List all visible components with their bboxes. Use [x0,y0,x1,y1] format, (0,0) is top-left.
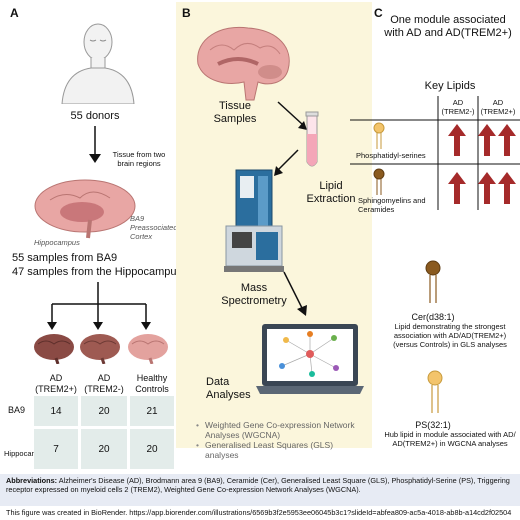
up-arrow-ps-trem2-minus [448,124,466,156]
arrow-to-data [283,271,307,316]
phosphatidylserine-lipid-icon [373,122,385,149]
lipid-extraction-label: Lipid Extraction [306,180,356,205]
abbreviations-band [0,474,520,506]
cell-ba9-ad-trem2-plus: 14 [34,396,78,426]
lipid-2-description: Hub lipid in module associated with AD/ … [384,430,516,448]
cell-ba9-healthy: 21 [130,396,174,426]
abbreviations-text: Abbreviations: Alzheimer's Disease (AD),… [6,476,516,494]
up-arrow-sm-trem2-plus-2 [498,172,516,204]
branch-connector [47,282,151,330]
panel-c-title: One module associated with AD and AD(TRE… [384,14,512,39]
samples-line-2: 47 samples from the Hippocampus [12,266,182,278]
data-analyses-label: Data Analyses [206,376,251,401]
ba9-label: BA9 Preassociated Cortex [130,214,178,241]
up-arrow-sm-trem2-minus [448,172,466,204]
arrow-to-mass-spec [274,149,299,176]
donors-label: 55 donors [70,110,120,122]
brain-icon-ad-trem2-plus [34,334,74,364]
sphingomyelin-lipid-icon [373,168,385,195]
row-label-phosphatidylserines: Phosphatidyl-serines [356,151,426,160]
samples-line-1: 55 samples from BA9 [12,252,118,264]
mass-spectrometer-icon [224,169,284,272]
panel-c-letter: C [374,6,383,20]
person-icon [61,23,135,104]
mass-spectrometry-label: Mass Spectrometry [221,282,287,307]
test-tube-icon [305,111,319,167]
phosphatidylserine-hub-lipid-icon [427,370,443,413]
up-arrow-sm-trem2-plus-1 [478,172,496,204]
col-header-ad-trem2-minus: AD (TREM2-) [84,373,124,394]
hippocampus-label: Hippocampus [34,238,80,247]
brain-icon-ad-trem2-minus [80,334,120,364]
col-header-ad-trem2-plus: AD (TREM2+) [35,373,77,394]
col-header-ad-trem2-plus-c: AD (TREM2+) [480,98,516,116]
down-arrow [89,126,101,163]
up-arrow-ps-trem2-plus-1 [478,124,496,156]
analysis-list: Weighted Gene Co-expression Network Anal… [196,420,364,460]
lipid-2-name: PS(32:1) [415,420,451,430]
brain-section-icon [34,179,136,239]
lipid-1-description: Lipid demonstrating the strongest associ… [393,322,507,349]
abbreviations-body: Alzheimer's Disease (AD), Brodmann area … [6,476,510,494]
ceramide-lipid-icon [425,260,441,303]
abbreviations-label: Abbreviations: [6,476,58,485]
tissue-note: Tissue from two brain regions [112,150,166,168]
row-label-ba9: BA9 [8,405,26,415]
cell-hipp-ad-trem2-plus: 7 [34,429,78,469]
cell-ba9-ad-trem2-minus: 20 [81,396,127,426]
up-arrow-ps-trem2-plus-2 [498,124,516,156]
col-header-ad-trem2-minus-c: AD (TREM2-) [441,98,475,116]
brain-icon-healthy [128,334,168,364]
col-header-healthy-controls: Healthy Controls [135,373,169,394]
arrow-to-lipid [277,101,307,130]
analysis-item-gls: Generalised Least Squares (GLS) analyses [196,440,364,460]
tissue-samples-label: Tissue Samples [213,100,257,125]
analysis-item-wgcna: Weighted Gene Co-expression Network Anal… [196,420,364,440]
panel-a-letter: A [10,6,19,20]
cell-hipp-ad-trem2-minus: 20 [81,429,127,469]
brain-sagittal-icon [197,26,290,101]
panel-b-letter: B [182,6,191,20]
biorender-credit: This figure was created in BioRender. ht… [6,508,512,517]
lipid-1-name: Cer(d38:1) [411,312,455,322]
cell-hipp-healthy: 20 [130,429,174,469]
row-label-hippocampus: Hippocampus [4,449,50,458]
laptop-network-icon [256,324,364,394]
key-lipids-heading: Key Lipids [424,80,476,92]
key-lipid-grid [350,96,520,210]
row-label-sphingomyelins: Sphingomyelins and Ceramides [358,196,426,214]
